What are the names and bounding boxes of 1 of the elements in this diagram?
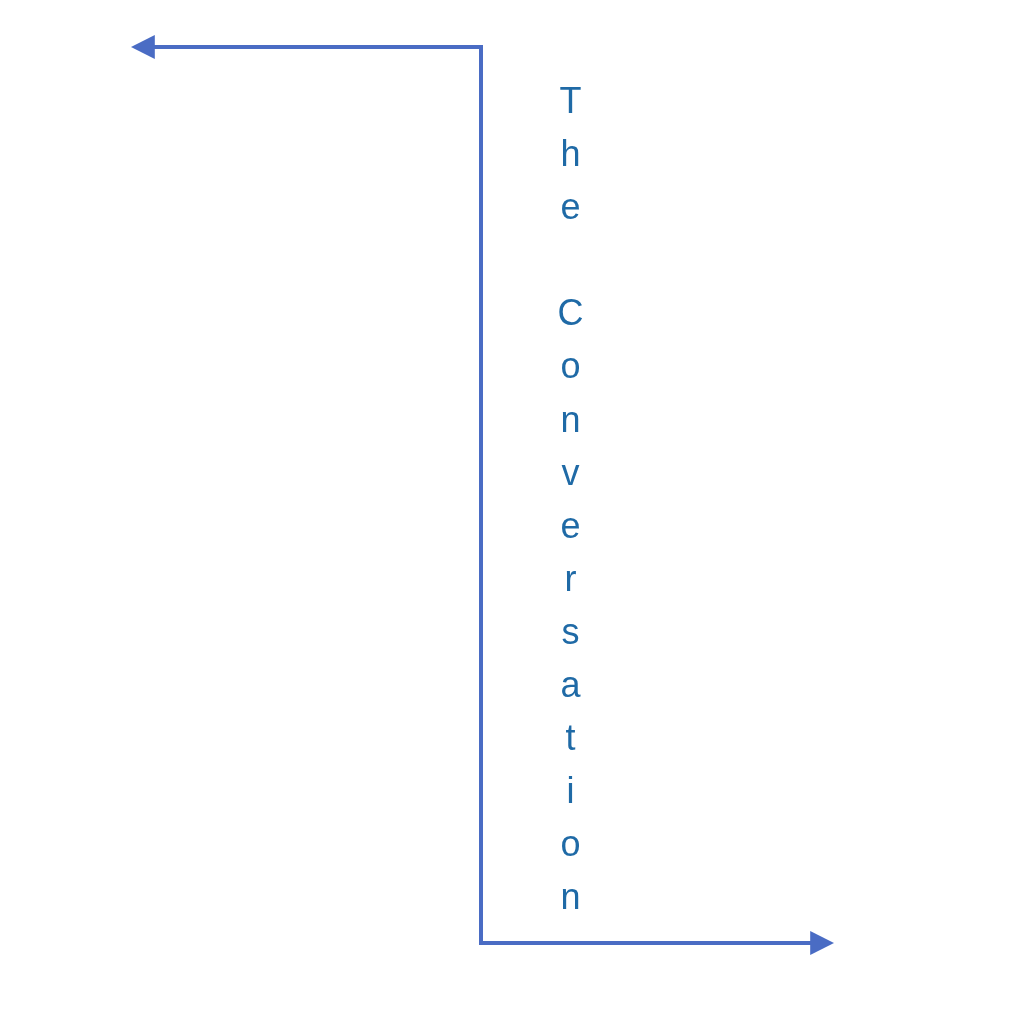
vertical-title-text: The Conversation xyxy=(552,80,588,930)
